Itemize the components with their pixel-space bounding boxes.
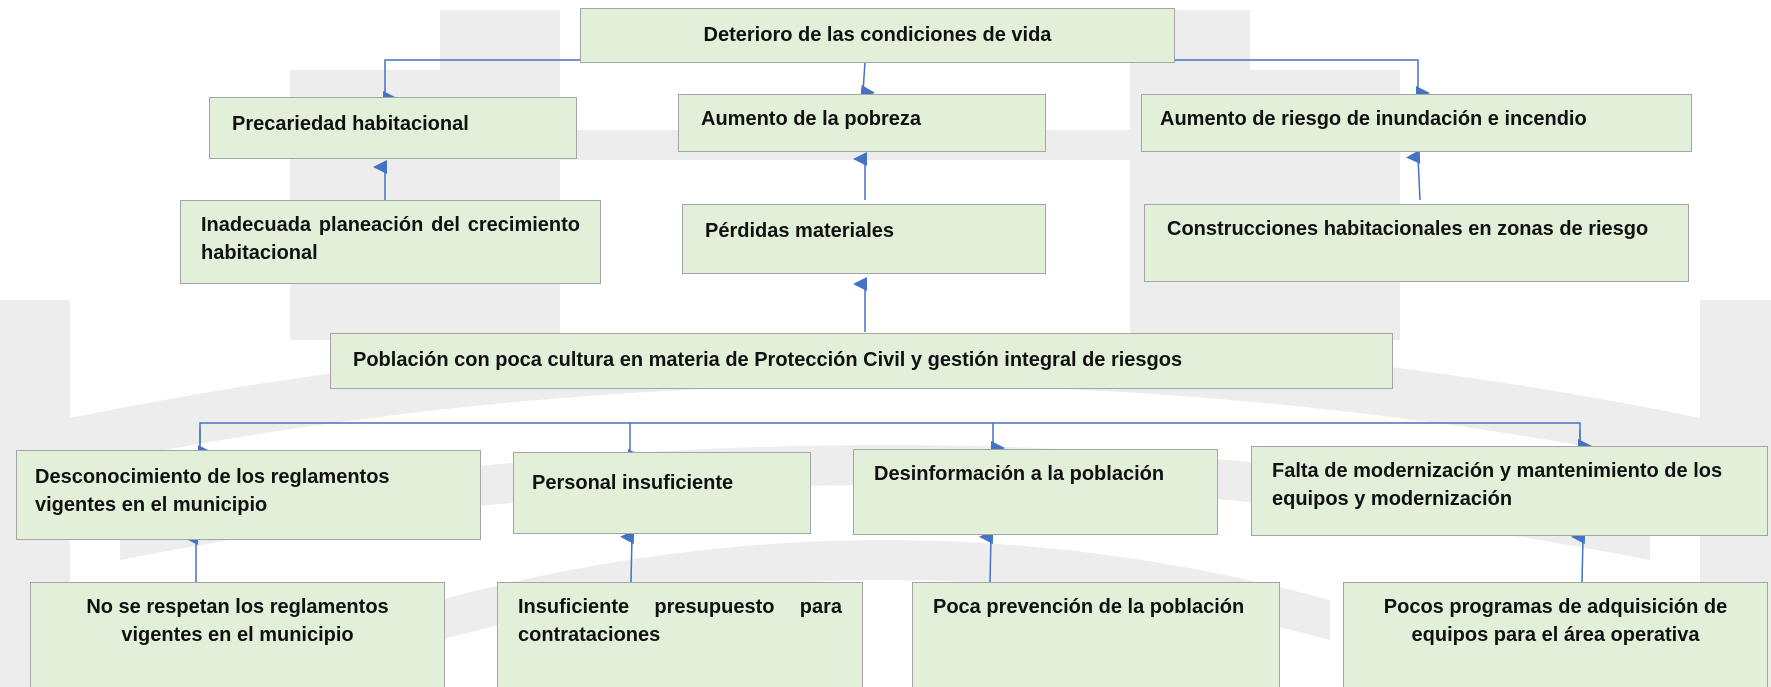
effect-cause-box-3: Construcciones habitacionales en zonas d…: [1144, 204, 1689, 282]
cause-box-2: Personal insuficiente: [513, 452, 811, 534]
root-cause-box-4: Pocos programas de adquisición de equipo…: [1343, 582, 1768, 687]
connector-root-to-cause-4: [1571, 530, 1586, 583]
central-problem-box: Población con poca cultura en materia de…: [330, 333, 1393, 389]
root-cause-text-2: Insuficiente presupuesto para contrataci…: [518, 596, 842, 646]
root-cause-text-4: Pocos programas de adquisición de equipo…: [1383, 596, 1728, 646]
root-cause-box-2: Insuficiente presupuesto para contrataci…: [497, 582, 863, 687]
effect-cause-text-2: Pérdidas materiales: [705, 220, 894, 242]
effect-box-1: Precariedad habitacional: [209, 97, 577, 159]
root-cause-text-3: Poca prevención de la población: [933, 596, 1245, 618]
cause-box-4: Falta de modernización y mantenimiento d…: [1251, 446, 1768, 536]
cause-text-1: Desconocimiento de los reglamentos vigen…: [35, 466, 390, 516]
root-cause-text-1: No se respetan los reglamentos vigentes …: [86, 596, 389, 646]
top-effect-text: Deterioro de las condiciones de vida: [703, 24, 1052, 46]
cause-box-1: Desconocimiento de los reglamentos vigen…: [16, 450, 481, 540]
connector-top-to-effect-3: [1170, 59, 1430, 100]
cause-text-2: Personal insuficiente: [532, 472, 734, 494]
central-problem-text: Población con poca cultura en materia de…: [353, 349, 1183, 371]
effect-cause-box-1: Inadecuada planeación del crecimiento ha…: [180, 200, 601, 284]
effect-box-3: Aumento de riesgo de inundación e incend…: [1141, 94, 1692, 152]
root-cause-box-3: Poca prevención de la población: [912, 582, 1280, 687]
effect-text-1: Precariedad habitacional: [232, 113, 469, 135]
connector-root-to-cause-3: [979, 530, 994, 583]
cause-text-4: Falta de modernización y mantenimiento d…: [1272, 460, 1723, 510]
effect-cause-text-3: Construcciones habitacionales en zonas d…: [1167, 218, 1649, 240]
cause-text-3: Desinformación a la población: [874, 463, 1165, 485]
connector-top-to-effect-2: [860, 61, 875, 99]
connector-top-to-effect-1: [383, 59, 580, 105]
top-effect-box: Deterioro de las condiciones de vida: [580, 8, 1175, 63]
connector-root-to-cause-2: [620, 530, 635, 583]
effect-text-2: Aumento de la pobreza: [701, 108, 922, 130]
effect-text-3: Aumento de riesgo de inundación e incend…: [1160, 108, 1587, 130]
cause-box-3: Desinformación a la población: [853, 449, 1218, 535]
effect-cause-box-2: Pérdidas materiales: [682, 204, 1046, 274]
connector-cause-to-effect-3: [1406, 149, 1421, 201]
root-cause-box-1: No se respetan los reglamentos vigentes …: [30, 582, 445, 687]
effect-cause-text-1: Inadecuada planeación del crecimiento ha…: [201, 214, 580, 264]
connector-branch-causes: [199, 422, 1581, 444]
effect-box-2: Aumento de la pobreza: [678, 94, 1046, 152]
